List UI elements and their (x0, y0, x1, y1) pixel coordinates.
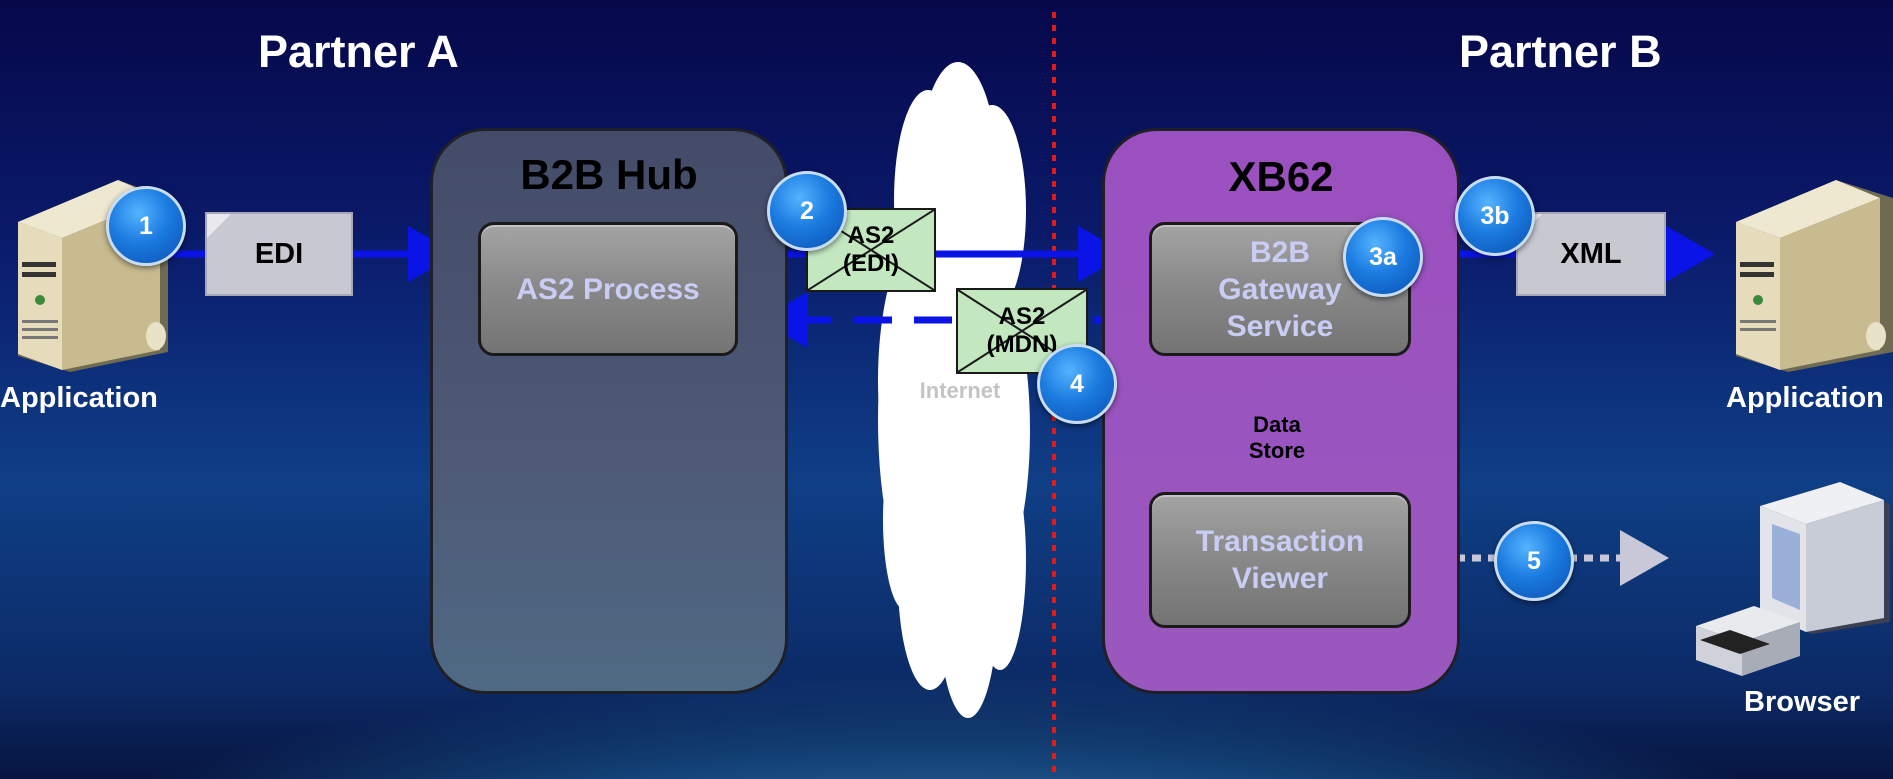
transaction-viewer-box[interactable]: Transaction Viewer (1149, 492, 1411, 628)
data-store-line-2: Store (1248, 438, 1306, 463)
step-badge-4: 4 (1037, 344, 1117, 424)
data-store-line-1: Data (1253, 412, 1301, 437)
as2-edi-text: AS2 (EDI) (808, 210, 934, 290)
viewer-line-2: Viewer (1231, 562, 1329, 595)
partner-b-title: Partner B (1459, 26, 1662, 77)
b2b-hub-title: B2B Hub (520, 151, 698, 198)
xb62-title: XB62 (1228, 153, 1334, 200)
edi-label: EDI (254, 237, 304, 270)
b2b-hub-panel: B2B Hub (430, 128, 788, 694)
internet-label: Internet (919, 378, 1001, 403)
as2-mdn-line-2: (MDN) (986, 331, 1058, 358)
gateway-line-1: B2B (1249, 235, 1310, 269)
gateway-line-2: Gateway (1218, 272, 1342, 306)
step-badge-3b: 3b (1455, 176, 1535, 256)
right-application-label: Application (1726, 382, 1884, 414)
step-badge-1: 1 (106, 186, 186, 266)
xml-label: XML (1560, 237, 1622, 270)
as2-process-box: AS2 Process (478, 222, 738, 356)
step-badge-2: 2 (767, 171, 847, 251)
step-badge-5: 5 (1494, 521, 1574, 601)
as2-mdn-line-1: AS2 (998, 303, 1046, 330)
as2-mdn-text: AS2 (MDN) (958, 290, 1086, 372)
gateway-line-3: Service (1226, 309, 1334, 343)
partner-a-title: Partner A (258, 26, 459, 77)
data-store-label: Data Store (1237, 398, 1317, 468)
right-application-server-icon (1736, 180, 1893, 372)
step-badge-3a: 3a (1343, 217, 1423, 297)
browser-computer-icon (1696, 482, 1890, 676)
viewer-line-1: Transaction (1195, 525, 1365, 558)
edi-document-fold (207, 214, 231, 238)
as2-edi-line-1: AS2 (847, 222, 895, 249)
xml-document-icon: XML (1516, 212, 1666, 296)
left-application-label: Application (0, 382, 158, 414)
browser-label: Browser (1744, 686, 1861, 718)
as2-edi-line-2: (EDI) (843, 250, 899, 277)
